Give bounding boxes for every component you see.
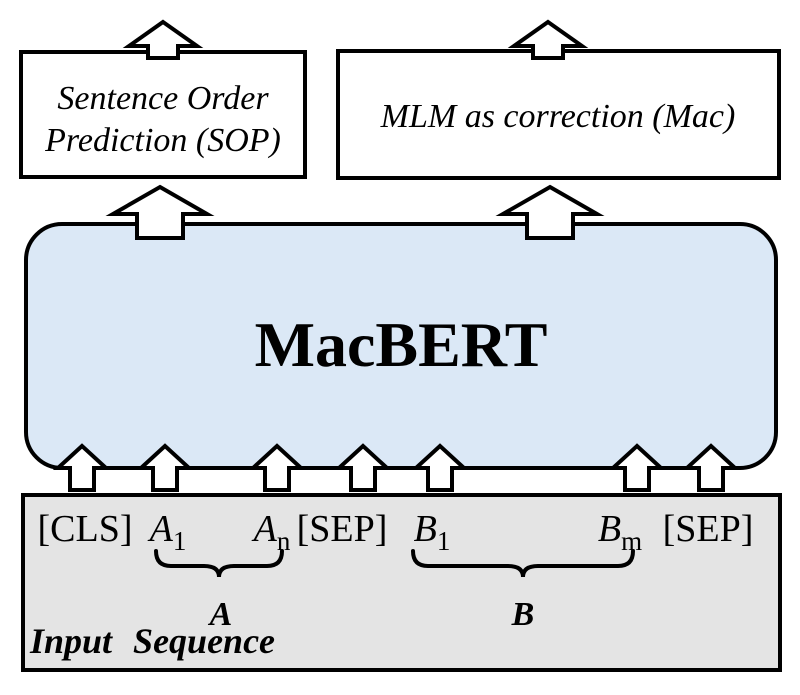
sop-output-up-arrow-icon xyxy=(122,19,204,60)
input-sequence-caption: Input Sequence xyxy=(29,621,275,661)
token-up-arrow-icon-a1 xyxy=(135,443,195,492)
token-an: An xyxy=(251,508,291,556)
token-up-arrow-icon-sep2 xyxy=(681,443,741,492)
underbrace-segment-b xyxy=(411,549,635,578)
token-bm: Bm xyxy=(598,508,642,556)
token-b1: B1 xyxy=(414,508,451,556)
token-cls: [CLS] xyxy=(38,508,133,550)
token-a1: A1 xyxy=(147,508,187,556)
input-sequence-box xyxy=(21,493,782,672)
segment-b-label: B xyxy=(511,596,535,633)
underbrace-segment-a xyxy=(154,549,284,578)
token-up-arrow-icon-cls xyxy=(52,443,112,492)
macbert-to-sop-up-arrow-icon xyxy=(105,184,215,240)
macbert-model-box xyxy=(24,222,778,470)
mac-head-box xyxy=(336,49,781,180)
token-sep-1: [SEP] xyxy=(297,508,388,550)
token-up-arrow-icon-sep1 xyxy=(333,443,393,492)
sop-head-label-line2: Prediction (SOP) xyxy=(44,122,281,159)
macbert-to-mac-up-arrow-icon xyxy=(495,184,605,240)
token-up-arrow-icon-an xyxy=(247,443,307,492)
token-up-arrow-icon-b1 xyxy=(410,443,470,492)
token-sep-2: [SEP] xyxy=(663,508,754,550)
macbert-model-label: MacBERT xyxy=(255,309,548,380)
token-up-arrow-icon-bm xyxy=(607,443,667,492)
mac-head-label: MLM as correction (Mac) xyxy=(380,98,736,135)
segment-a-label: A xyxy=(208,596,233,633)
sop-head-label-line1: Sentence Order xyxy=(57,80,269,117)
mac-output-up-arrow-icon xyxy=(507,19,589,60)
sop-head-box xyxy=(19,50,307,179)
